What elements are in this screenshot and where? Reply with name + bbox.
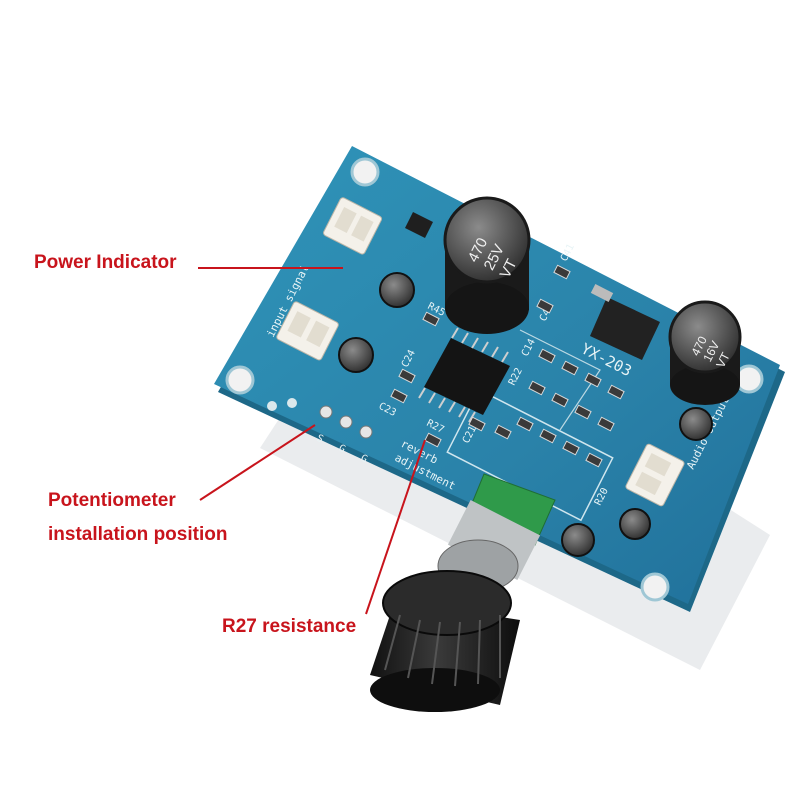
svg-text:G: G (337, 443, 347, 456)
r27-resistance-label: R27 resistance (222, 616, 357, 637)
smd-components (390, 264, 625, 468)
main-ic (418, 327, 510, 423)
svg-text:VT: VT (713, 349, 733, 370)
svg-text:G: G (359, 453, 369, 466)
regulator-chip (405, 212, 660, 360)
small-capacitors (338, 272, 713, 557)
svg-text:VT: VT (497, 256, 521, 281)
jst-connectors (276, 197, 685, 507)
potentiometer-label-line1: Potentiometer (48, 490, 176, 511)
potentiometer-label-line2: installation position (48, 524, 228, 545)
potentiometer-label: Potentiometer installation position (48, 484, 227, 552)
svg-text:S: S (315, 433, 325, 446)
annotation-lines (198, 267, 426, 615)
knob (370, 570, 520, 712)
pin-header (319, 405, 373, 439)
capacitor-470-25v: 470 25V VT (443, 196, 531, 334)
power-indicator-label: Power Indicator (34, 252, 177, 273)
capacitor-470-16v: 470 16V VT (668, 300, 742, 405)
